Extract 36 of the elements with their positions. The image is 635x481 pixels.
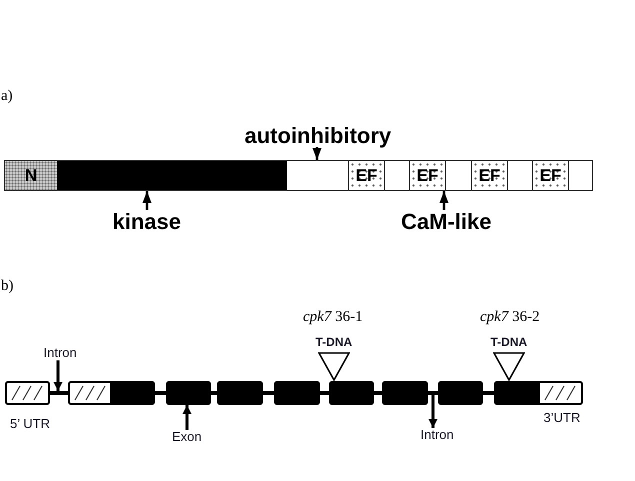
- domain-label: CaM-like: [401, 210, 492, 234]
- exon-block: [382, 381, 428, 405]
- arrow: [142, 191, 152, 210]
- exon-block: [329, 381, 374, 405]
- domain-label: autoinhibitory: [244, 124, 392, 148]
- domain-box: [287, 160, 348, 191]
- domain-box: [57, 160, 287, 191]
- ef-hand-box: EF: [409, 160, 446, 191]
- domain-label: kinase: [112, 210, 181, 234]
- exon-block: [274, 381, 320, 405]
- exon-block: [5, 381, 50, 405]
- utr-label: 5’ UTR: [10, 417, 50, 432]
- insertion-label: T-DNA: [316, 336, 352, 350]
- exon-block: [438, 381, 483, 405]
- insertion-label: T-DNA: [490, 336, 528, 350]
- panel-label: b): [1, 278, 14, 294]
- arrow: [428, 395, 438, 428]
- feature-label: Exon: [172, 430, 202, 444]
- exon-block: [166, 381, 211, 405]
- feature-label: Intron: [420, 428, 454, 442]
- allele-label: cpk7 36-2: [480, 309, 540, 326]
- utr-label: 3’UTR: [544, 411, 580, 426]
- ef-hand-box: EF: [471, 160, 508, 191]
- ef-hand-box: EF: [532, 160, 569, 191]
- exon-block: [68, 381, 155, 405]
- arrow: [312, 147, 322, 160]
- feature-label: Intron: [44, 346, 77, 360]
- arrow: [440, 191, 448, 210]
- ef-hand-box: EF: [348, 160, 385, 191]
- domain-box: N: [4, 160, 57, 191]
- allele-label: cpk7 36-1: [303, 309, 363, 326]
- panel-label: a): [1, 88, 13, 104]
- arrow: [54, 360, 62, 391]
- exon-block: [494, 381, 583, 405]
- arrow: [182, 405, 192, 430]
- exon-block: [217, 381, 263, 405]
